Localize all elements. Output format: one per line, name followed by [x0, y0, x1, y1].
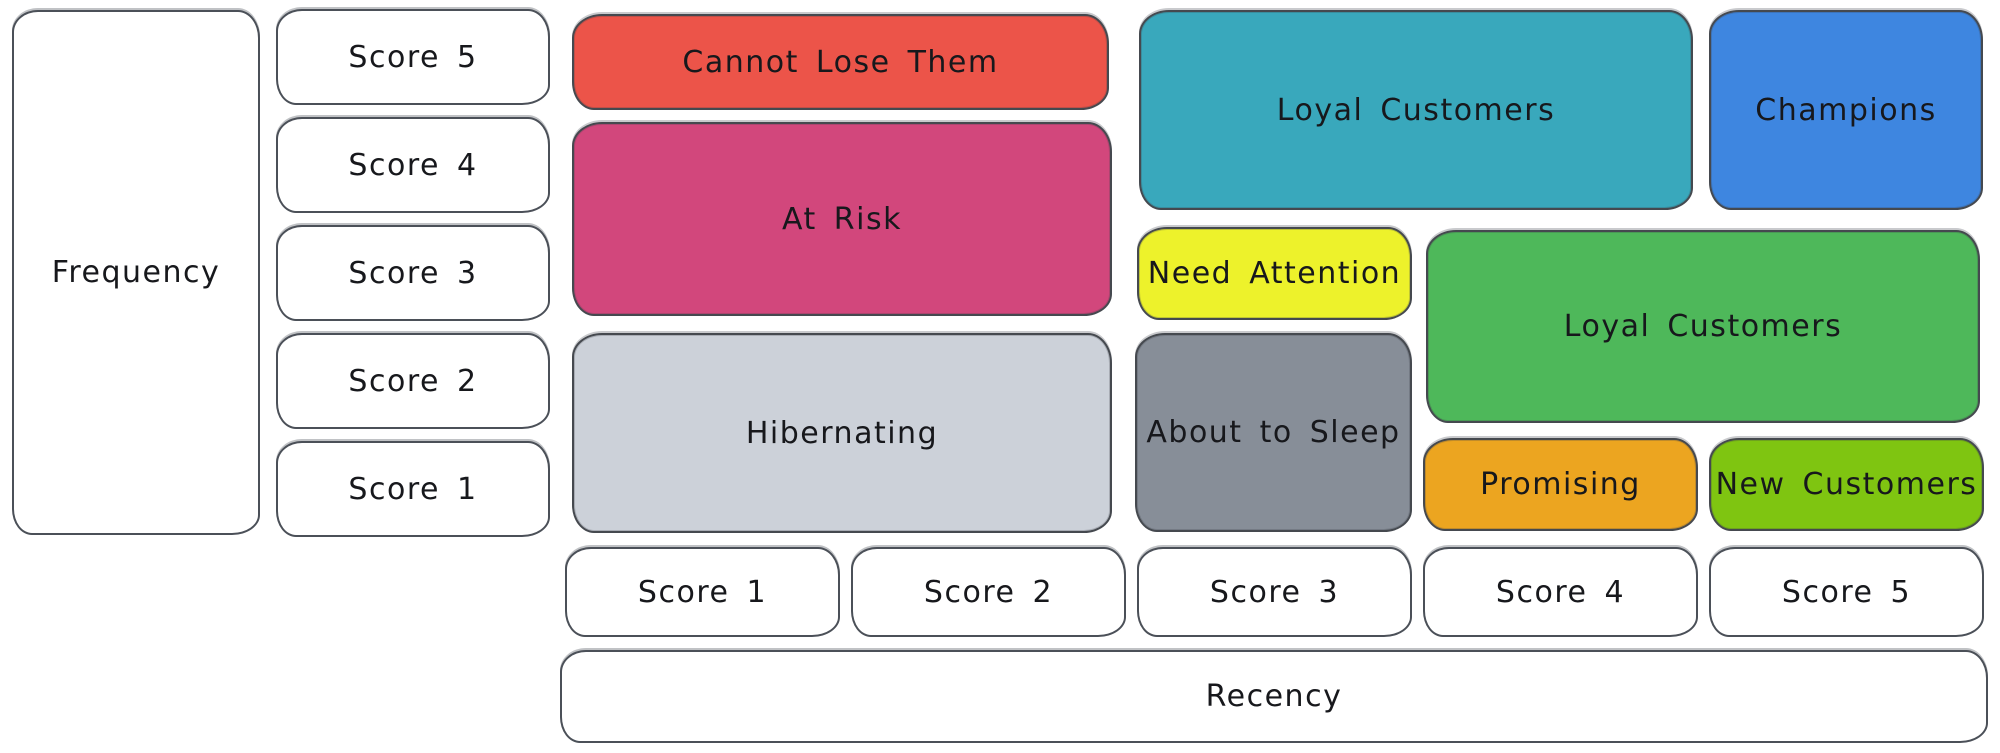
- segment-champions: Champions: [1709, 10, 1983, 210]
- segment-need-attention: Need Attention: [1137, 227, 1412, 320]
- segment-promising: Promising: [1423, 438, 1698, 531]
- frequency-score-5: Score 5: [276, 9, 550, 105]
- segment-at-risk: At Risk: [572, 122, 1112, 316]
- segment-new-customers: New Customers: [1709, 438, 1984, 531]
- segment-hibernating: Hibernating: [572, 333, 1112, 533]
- segment-cannot-lose-them: Cannot Lose Them: [572, 14, 1109, 110]
- recency-score-5: Score 5: [1709, 547, 1984, 637]
- recency-score-2: Score 2: [851, 547, 1126, 637]
- recency-score-1: Score 1: [565, 547, 840, 637]
- segment-loyal-customers-top: Loyal Customers: [1139, 10, 1693, 210]
- frequency-score-4: Score 4: [276, 117, 550, 213]
- frequency-score-2: Score 2: [276, 333, 550, 429]
- segment-about-to-sleep: About to Sleep: [1135, 333, 1412, 532]
- recency-score-3: Score 3: [1137, 547, 1412, 637]
- frequency-score-1: Score 1: [276, 441, 550, 537]
- frequency-score-3: Score 3: [276, 225, 550, 321]
- segment-loyal-customers-mid: Loyal Customers: [1426, 230, 1980, 423]
- recency-score-4: Score 4: [1423, 547, 1698, 637]
- recency-axis-label: Recency: [560, 650, 1988, 743]
- frequency-axis-label: Frequency: [12, 10, 260, 535]
